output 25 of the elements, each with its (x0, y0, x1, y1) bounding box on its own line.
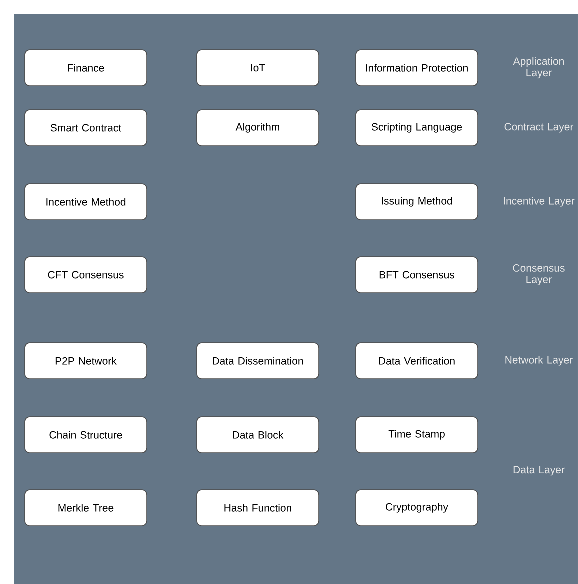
component-box: Information Protection (356, 50, 478, 86)
layer-label: Data Layer (514, 466, 565, 476)
component-box: Data Dissemination (196, 342, 320, 380)
component-box: Incentive Method (24, 184, 148, 220)
component-box: Scripting Language (356, 110, 478, 146)
component-box: Data Verification (356, 342, 478, 380)
component-box: CFT Consensus (24, 256, 148, 294)
component-box: Merkle Tree (24, 490, 148, 526)
component-box: Time Stamp (356, 416, 478, 454)
component-box: Algorithm (196, 110, 320, 146)
component-box: Smart Contract (24, 110, 148, 146)
layer-label: Incentive Layer (504, 197, 575, 207)
component-box: IoT (196, 50, 320, 86)
component-box: Chain Structure (24, 416, 148, 454)
layer-label: Network Layer (506, 356, 573, 366)
component-box: Cryptography (356, 490, 478, 526)
layer-label: Contract Layer (504, 123, 574, 133)
layer-label: Application Layer (513, 57, 564, 79)
component-box: BFT Consensus (356, 256, 478, 294)
layer-label: Consensus Layer (513, 264, 565, 286)
component-box: Data Block (196, 416, 320, 454)
component-box: Issuing Method (356, 184, 478, 220)
component-box: P2P Network (24, 342, 148, 380)
component-box: Hash Function (196, 490, 320, 526)
component-box: Finance (24, 50, 148, 86)
